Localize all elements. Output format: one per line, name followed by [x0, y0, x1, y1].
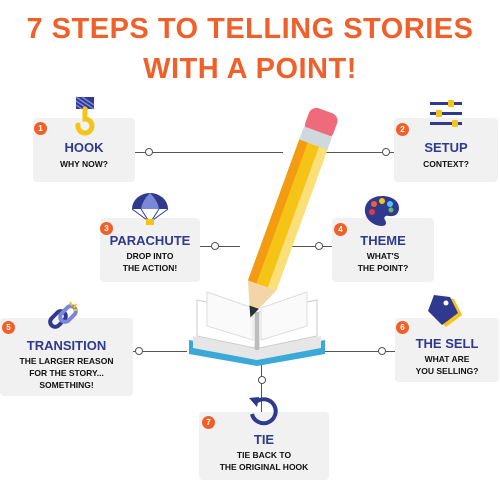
- step-subtitle-theme-1: WHAT'S: [366, 251, 400, 261]
- step-subtitle-transition-1: THE LARGER REASON: [19, 356, 114, 366]
- step-number-1: 1: [34, 122, 47, 135]
- step-card-setup: 2 SETUP CONTEXT?: [394, 118, 498, 182]
- step-subtitle-the-sell-1: WHAT ARE: [424, 354, 470, 364]
- connector-transition: [133, 351, 187, 352]
- step-title-theme: THEME: [360, 233, 406, 248]
- step-subtitle-parachute-1: DROP INTO: [126, 251, 174, 261]
- step-title-tie: TIE: [253, 432, 275, 447]
- step-subtitle-theme-2: THE POINT?: [357, 263, 409, 273]
- step-subtitle-transition-3: SOMETHING!: [39, 380, 94, 390]
- chain-link-icon: [48, 301, 78, 329]
- step-card-parachute: 3 PARACHUTE DROP INTO THE ACTION!: [100, 218, 200, 282]
- step-title-the-sell: THE SELL: [415, 336, 479, 351]
- step-subtitle-the-sell-2: YOU SELLING?: [415, 366, 479, 376]
- step-number-4: 4: [334, 223, 347, 236]
- price-tag-icon: [428, 295, 462, 327]
- connector-dot-hook: [145, 148, 153, 156]
- hook-icon: [75, 96, 95, 136]
- step-card-transition: 5 TRANSITION THE LARGER REASON FOR THE S…: [0, 318, 133, 396]
- step-number-7: 7: [202, 416, 215, 429]
- step-title-setup: SETUP: [424, 140, 468, 155]
- step-subtitle-setup: CONTEXT?: [423, 159, 469, 169]
- connector-dot-setup: [382, 148, 390, 156]
- connector-dot-transition: [135, 347, 143, 355]
- step-subtitle-parachute-2: THE ACTION!: [122, 263, 178, 273]
- step-title-transition: TRANSITION: [26, 338, 107, 353]
- connector-sell: [325, 351, 395, 352]
- palette-icon: [364, 196, 399, 226]
- loop-arrow-icon: [249, 397, 278, 426]
- step-title-parachute: PARACHUTE: [109, 233, 191, 248]
- connector-parachute: [200, 246, 240, 247]
- step-card-theme: 4 THEME WHAT'S THE POINT?: [332, 218, 434, 282]
- connector-tie: [261, 362, 262, 412]
- step-number-6: 6: [396, 321, 409, 334]
- connector-dot-sell: [378, 347, 386, 355]
- pencil-icon: [247, 107, 338, 318]
- sliders-icon: [430, 100, 462, 127]
- step-subtitle-hook: WHY NOW?: [59, 159, 108, 169]
- connector-setup: [326, 152, 394, 153]
- parachute-icon: [131, 193, 169, 225]
- step-subtitle-transition-2: FOR THE STORY...: [29, 368, 104, 378]
- step-subtitle-tie-2: THE ORIGINAL HOOK: [219, 462, 309, 472]
- step-number-5: 5: [2, 321, 15, 334]
- step-subtitle-tie-1: TIE BACK TO: [236, 450, 292, 460]
- title-line-1: 7 STEPS TO TELLING STORIES: [26, 13, 474, 45]
- step-card-hook: 1 HOOK WHY NOW?: [33, 118, 135, 182]
- title-line-2: WITH A POINT!: [143, 53, 357, 85]
- connector-hook: [135, 152, 283, 153]
- step-card-the-sell: 6 THE SELL WHAT ARE YOU SELLING?: [395, 318, 499, 382]
- connector-dot-tie: [258, 376, 266, 384]
- step-number-3: 3: [100, 222, 113, 235]
- connector-theme: [274, 246, 332, 247]
- step-number-2: 2: [396, 123, 409, 136]
- connector-dot-theme: [315, 242, 323, 250]
- connector-dot-parachute: [211, 242, 219, 250]
- book-illustration: [189, 291, 325, 366]
- step-title-hook: HOOK: [64, 140, 104, 155]
